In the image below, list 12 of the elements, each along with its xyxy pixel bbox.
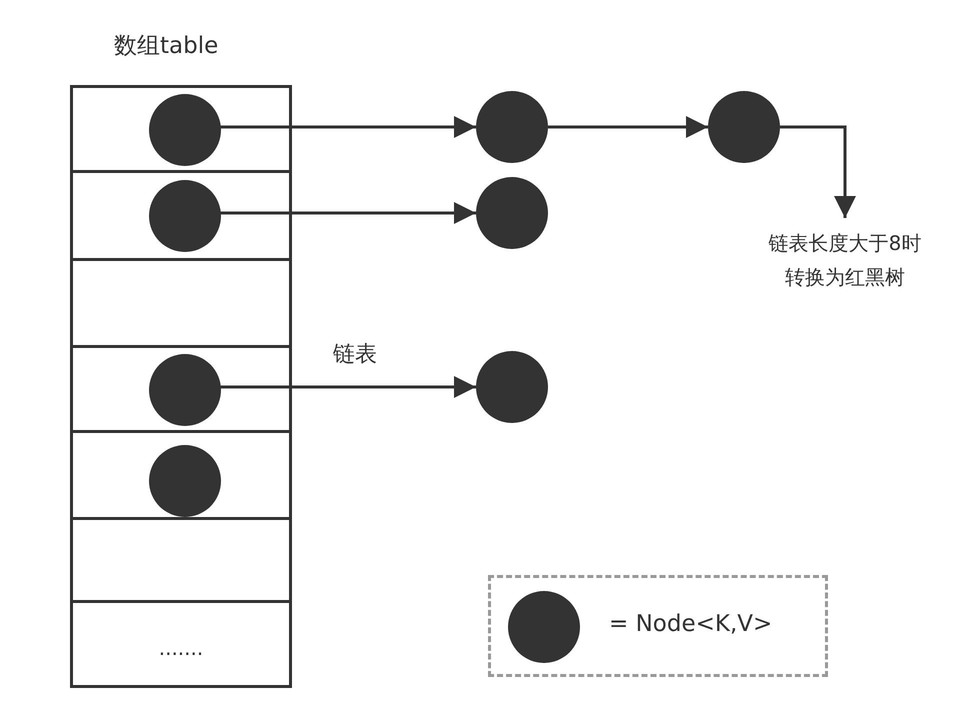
legend-text: = Node<K,V> <box>609 611 772 637</box>
table-cell: ....... <box>70 600 292 688</box>
arrow <box>548 116 708 138</box>
table-cell <box>70 517 292 603</box>
table-cell <box>70 430 292 520</box>
table-cell <box>70 170 292 261</box>
table-cell <box>70 258 292 348</box>
table-cell <box>70 345 292 433</box>
table-cell <box>70 85 292 173</box>
note-text: 链表长度大于8时转换为红黑树 <box>764 226 926 294</box>
table-title: 数组table <box>114 32 218 61</box>
arrow <box>780 126 856 218</box>
